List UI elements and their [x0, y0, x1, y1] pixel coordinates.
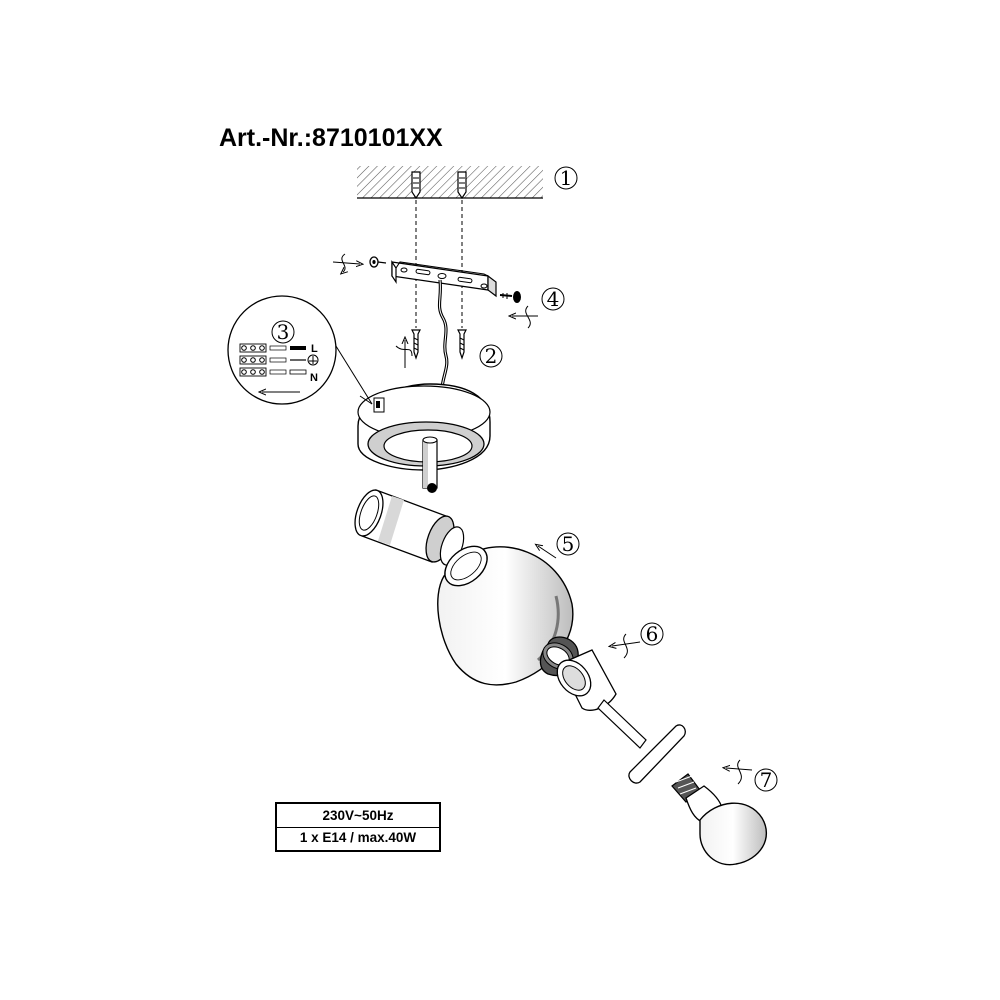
ceiling-screw	[457, 329, 467, 360]
wall-plug	[411, 171, 421, 200]
rotate-arrow-icon	[332, 253, 360, 272]
step-marker-5: 5	[556, 532, 580, 556]
light-bulb	[671, 773, 768, 866]
step-number: 3	[277, 320, 290, 344]
ceiling	[357, 166, 543, 199]
lamp-socket	[556, 649, 647, 749]
step-marker-7: 7	[754, 768, 778, 792]
lamp-shade	[437, 545, 574, 686]
rotate-arrow-icon	[395, 340, 413, 368]
voltage-spec: 230V~50Hz	[322, 808, 394, 823]
step-number: 7	[760, 768, 773, 792]
direction-arrow-icon	[538, 546, 557, 559]
wiring-detail: L N	[227, 295, 373, 405]
lamp-holder	[354, 489, 465, 566]
side-screw-right	[499, 291, 521, 303]
step-number: 5	[562, 532, 575, 556]
step-marker-4: 4	[541, 287, 565, 311]
step-number: 4	[547, 287, 560, 311]
canopy-base	[357, 383, 491, 471]
lamp-spec: 1 x E14 / max.40W	[299, 830, 417, 845]
specification-box: 230V~50Hz 1 x E14 / max.40W	[275, 802, 441, 852]
neutral-label: N	[310, 372, 318, 384]
step-number: 1	[560, 166, 573, 190]
swivel-arm	[422, 436, 438, 493]
step-marker-1: 1	[554, 166, 578, 190]
step-number: 2	[485, 344, 498, 368]
spec-divider	[277, 827, 439, 828]
step-marker-3: 3	[271, 320, 295, 344]
wall-plug	[457, 171, 467, 200]
socket-crossbar	[628, 724, 686, 784]
side-screw-left	[369, 256, 387, 268]
step-number: 6	[646, 622, 659, 646]
mounting-bracket	[391, 260, 497, 298]
rotate-arrow-icon	[726, 759, 753, 785]
rotate-arrow-icon	[512, 305, 538, 329]
line-label: L	[311, 343, 318, 355]
power-cable	[437, 279, 449, 389]
article-number-title: Art.-Nr.:8710101XX	[219, 124, 443, 152]
step-marker-6: 6	[640, 622, 664, 646]
ceiling-screw	[411, 329, 421, 360]
rotate-arrow-icon	[612, 633, 641, 659]
step-marker-2: 2	[479, 344, 503, 368]
